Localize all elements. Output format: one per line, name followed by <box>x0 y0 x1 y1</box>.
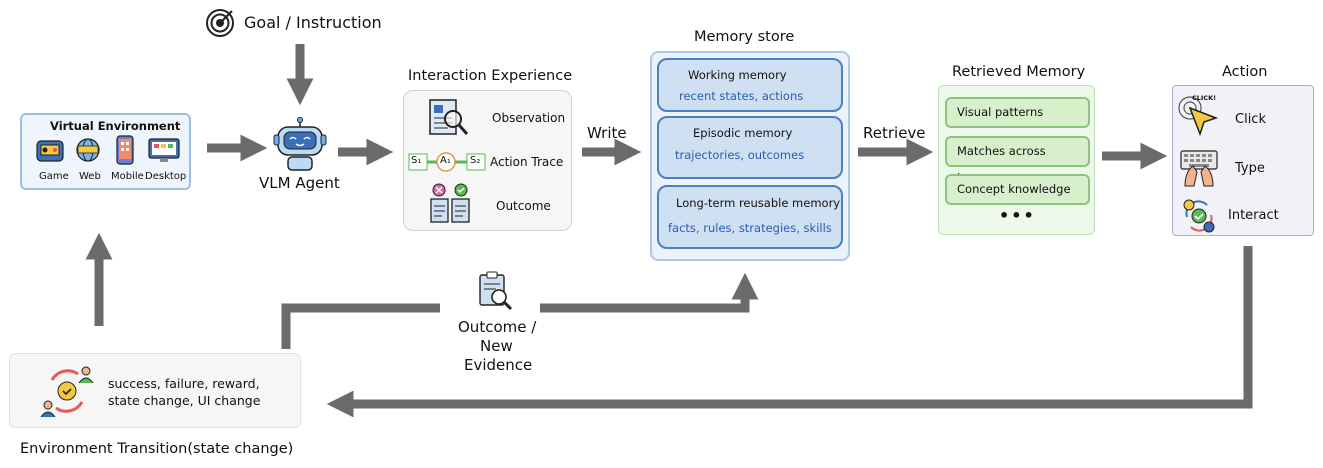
env-transition-caption: Environment Transition(state change) <box>20 441 294 457</box>
interact-icon <box>1183 199 1215 233</box>
env-transition-line2: state change, UI change <box>108 393 261 408</box>
episodic-memory-detail: trajectories, outcomes <box>675 148 805 162</box>
interaction-outcome-label: Outcome <box>496 199 551 213</box>
interaction-title: Interaction Experience <box>408 68 573 84</box>
action-click-label: Click <box>1235 112 1266 127</box>
retrieved-item-visual-patterns: Visual patterns <box>945 97 1090 128</box>
click-badge: CLICK! <box>1192 94 1217 102</box>
working-memory-detail: recent states, actions <box>679 89 804 103</box>
trace-node-s1: S₁ <box>411 155 422 166</box>
agent-label: VLM Agent <box>259 174 340 192</box>
long-term-memory-box: Long-term reusable memory facts, rules, … <box>657 185 843 249</box>
magnifier-document-icon <box>429 99 469 135</box>
retrieve-label: Retrieve <box>863 124 926 142</box>
action-type-label: Type <box>1235 161 1265 176</box>
interaction-experience-panel: Observation S₁ A₁ S₂ Action Trace Outcom… <box>403 90 572 231</box>
outcome-documents-icon <box>430 183 470 223</box>
retrieved-ellipsis: ••• <box>999 206 1036 225</box>
env-transition-line1: success, failure, reward, <box>108 376 260 391</box>
gamepad-icon <box>36 140 64 162</box>
retrieved-memory-title: Retrieved Memory <box>952 64 1086 80</box>
keyboard-icon <box>1180 150 1218 187</box>
virtual-environment-title: Virtual Environment <box>50 119 181 133</box>
outcome-evidence-line3: Evidence <box>464 356 533 374</box>
long-term-memory-title: Long-term reusable memory <box>676 196 841 210</box>
outcome-evidence-line2: New <box>480 337 513 355</box>
retrieved-item-concept-knowledge: Concept knowledge <box>945 174 1090 205</box>
goal-node <box>205 8 235 42</box>
monitor-icon <box>148 138 180 162</box>
memory-store-title: Memory store <box>694 29 795 45</box>
globe-icon <box>76 138 100 162</box>
phone-icon <box>116 135 134 165</box>
env-item-mobile-label: Mobile <box>111 171 144 182</box>
arrow-action-to-transition <box>326 246 1253 418</box>
env-item-web-label: Web <box>79 171 101 182</box>
trace-node-a1: A₁ <box>440 155 451 166</box>
outcome-evidence-line1: Outcome / <box>458 318 537 336</box>
working-memory-box: Working memory recent states, actions <box>657 58 843 112</box>
episodic-memory-title: Episodic memory <box>693 126 793 140</box>
goal-label: Goal / Instruction <box>244 13 382 32</box>
episodic-memory-box: Episodic memory trajectories, outcomes <box>657 116 843 179</box>
env-item-game-label: Game <box>39 171 69 182</box>
retrieved-memory-panel: Visual patterns Matches across images Co… <box>938 85 1095 235</box>
long-term-memory-detail: facts, rules, strategies, skills <box>668 221 832 235</box>
robot-icon <box>273 117 327 171</box>
env-item-desktop-label: Desktop <box>145 171 187 182</box>
action-interact-label: Interact <box>1228 208 1279 223</box>
arrow-transition-to-outcome <box>281 303 440 349</box>
click-cursor-icon <box>1178 96 1219 136</box>
arrow-outcome-to-memory <box>540 272 759 313</box>
memory-store-panel: Working memory recent states, actions Ep… <box>650 51 850 261</box>
interaction-observation-label: Observation <box>492 111 566 125</box>
trace-node-s2: S₂ <box>470 155 481 166</box>
write-label: Write <box>587 124 627 142</box>
clipboard-search-icon <box>479 271 513 311</box>
action-panel: CLICK! Click Type Interact <box>1172 85 1314 236</box>
cycle-people-icon <box>40 366 94 418</box>
interaction-action-trace-label: Action Trace <box>490 155 564 169</box>
action-title: Action <box>1222 64 1268 80</box>
working-memory-title: Working memory <box>688 68 787 82</box>
retrieved-item-matches: Matches across images <box>945 136 1090 185</box>
target-icon <box>206 9 234 37</box>
virtual-environment-panel: Virtual Environment Game Web Mobile Desk… <box>20 113 191 190</box>
action-trace-icon <box>408 152 486 172</box>
environment-transition-panel: success, failure, reward, state change, … <box>9 353 301 428</box>
